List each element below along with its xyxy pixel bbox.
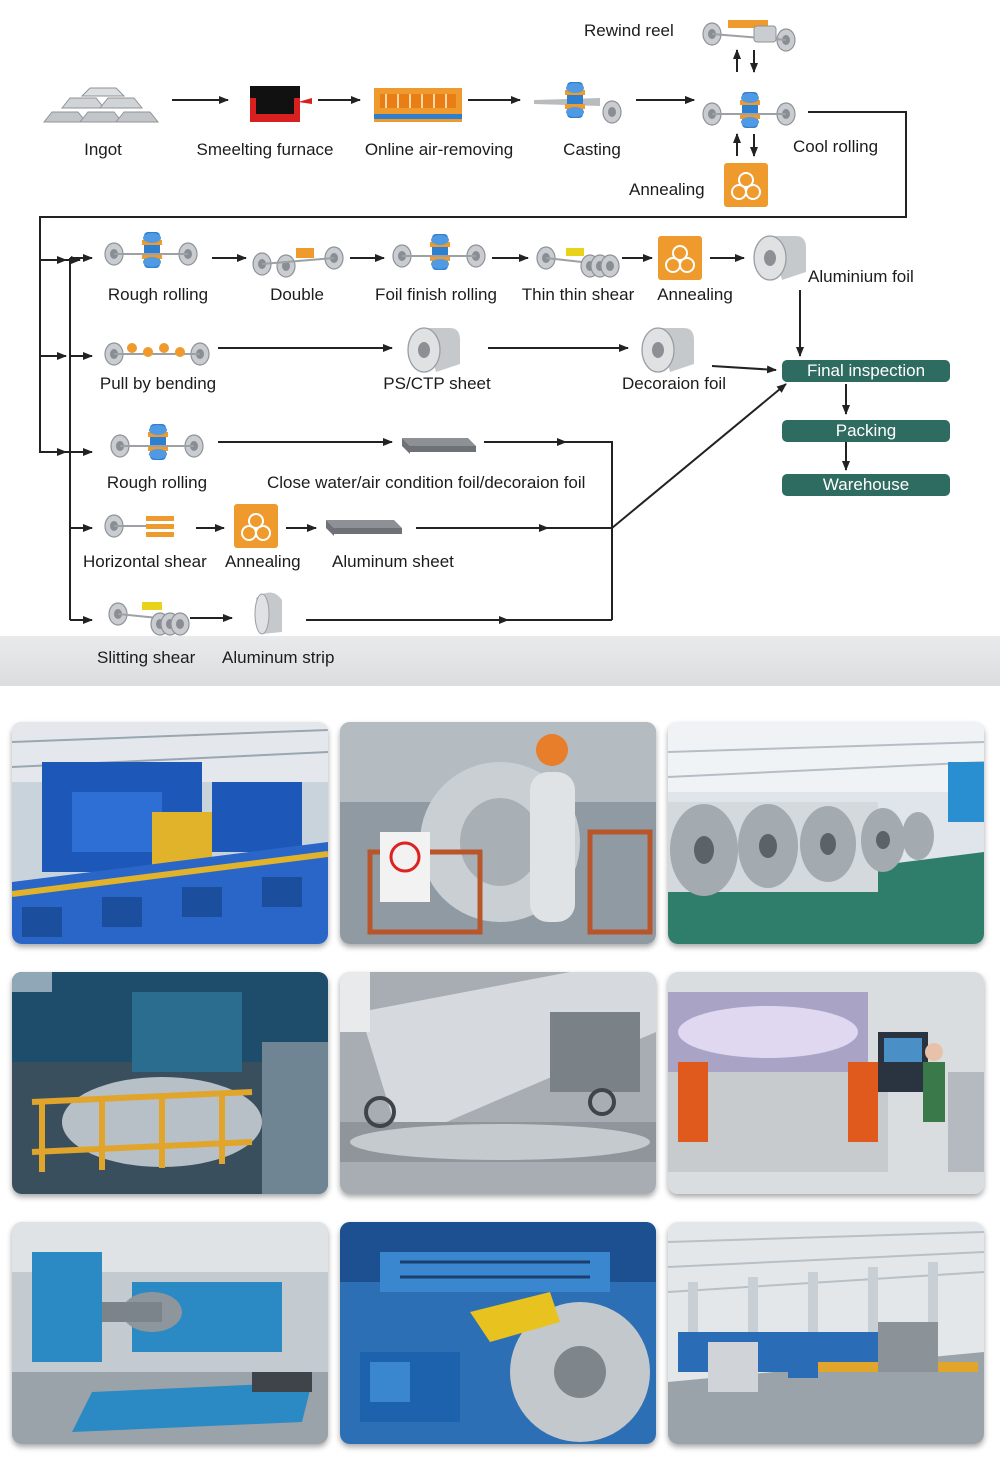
label-horizontal-shear: Horizontal shear <box>83 552 207 571</box>
label-close-water-air: Close water/air condition foil/decoraion… <box>267 473 586 492</box>
annealing-top-icon <box>723 162 769 208</box>
smelting-furnace-icon <box>250 86 312 122</box>
slitter-machine-photo <box>668 972 984 1194</box>
label-ps-ctp-sheet: PS/CTP sheet <box>383 374 491 393</box>
warehouse-badge: Warehouse <box>782 474 950 496</box>
label-aluminum-sheet: Aluminum sheet <box>332 552 454 571</box>
packing-badge: Packing <box>782 420 950 442</box>
aluminium-foil-icon <box>753 235 807 281</box>
label-rough-rolling-2: Rough rolling <box>106 473 208 492</box>
blue-rolling-line-photo <box>12 722 328 944</box>
label-thin-thin-shear: Thin thin shear <box>521 285 635 304</box>
label-annealing-top: Annealing <box>629 180 705 199</box>
label-aluminium-foil: Aluminium foil <box>808 267 914 286</box>
ingot-icon <box>42 87 160 123</box>
foil-roller-photo <box>340 972 656 1194</box>
label-annealing-row2: Annealing <box>657 285 733 304</box>
coil-warehouse-photo <box>668 722 984 944</box>
aluminum-strip-icon <box>254 592 282 635</box>
blue-machinery-photo <box>12 1222 328 1444</box>
decoration-foil-icon <box>641 327 695 373</box>
annealing-row2-icon <box>657 235 703 281</box>
rewind-reel-icon <box>702 20 796 52</box>
label-double: Double <box>270 285 324 304</box>
annealing-row5-icon <box>233 503 279 549</box>
label-slitting-shear: Slitting shear <box>97 648 196 667</box>
label-annealing-row5: Annealing <box>225 552 301 571</box>
mill-yellow-railing-photo <box>12 972 328 1194</box>
horizontal-shear-icon <box>104 514 174 538</box>
flow-lines <box>39 20 907 636</box>
double-icon <box>252 246 344 278</box>
label-pull-by-bending: Pull by bending <box>99 374 217 393</box>
process-flow-diagram: Rewind reel Ingot Smeelting furnace Onli… <box>0 0 1000 640</box>
foil-finish-rolling-icon <box>393 234 485 270</box>
label-rough-rolling-1: Rough rolling <box>107 285 209 304</box>
label-casting: Casting <box>563 140 621 159</box>
yellow-crane-coil-photo <box>340 1222 656 1444</box>
label-ingot: Ingot <box>84 140 122 159</box>
thin-thin-shear-icon <box>536 246 620 278</box>
factory-hall-photo <box>668 1222 984 1444</box>
caption-band <box>0 636 1000 686</box>
rough-rolling-1-icon <box>105 232 197 268</box>
slitting-shear-icon <box>108 602 190 636</box>
online-air-removing-icon <box>374 88 462 122</box>
label-cool-rolling: Cool rolling <box>793 137 879 156</box>
label-aluminum-strip: Aluminum strip <box>222 648 335 667</box>
cool-rolling-icon <box>703 92 795 128</box>
ps-ctp-sheet-icon <box>407 327 461 373</box>
close-water-air-sheet-icon <box>402 438 476 454</box>
label-online-air-removing: Online air-removing <box>364 140 514 159</box>
aluminum-sheet-icon <box>326 520 402 536</box>
label-rewind-reel: Rewind reel <box>584 21 674 40</box>
pull-by-bending-icon <box>104 342 210 366</box>
label-foil-finish-rolling: Foil finish rolling <box>375 285 497 304</box>
label-decoration-foil: Decoraion foil <box>622 374 726 393</box>
worker-coil-photo <box>340 722 656 944</box>
final-inspection-badge: Final inspection <box>782 360 950 382</box>
label-smelting-furnace: Smeelting furnace <box>196 140 334 159</box>
rough-rolling-2-icon <box>111 424 203 460</box>
casting-icon <box>534 82 622 124</box>
